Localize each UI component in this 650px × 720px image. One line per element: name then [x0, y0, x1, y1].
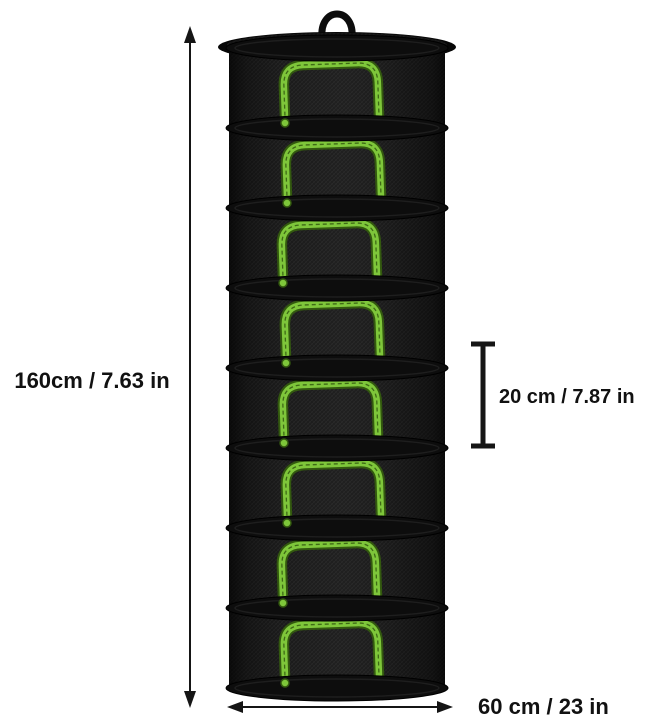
- diameter-dimension: 60 cm / 23 in: [227, 694, 609, 719]
- tier-zipper: [276, 537, 383, 615]
- zipper-pull: [280, 118, 290, 128]
- tier-zipper: [280, 137, 387, 215]
- zipper-teeth: [283, 62, 380, 130]
- tier-zipper: [280, 457, 387, 535]
- zipper-pull: [281, 358, 291, 368]
- tier-rim-sheen: [234, 118, 440, 138]
- tier-rim-sheen: [234, 678, 440, 698]
- tier-rim-sheen: [234, 598, 440, 618]
- zipper-teeth: [282, 382, 379, 450]
- zipper-teeth: [283, 622, 380, 690]
- tier-height-label: 20 cm / 7.87 in: [499, 386, 635, 408]
- tier-height-dimension: 20 cm / 7.87 in: [471, 341, 635, 449]
- height-dimension: 160cm / 7.63 in: [14, 26, 196, 708]
- tier-rim: [225, 34, 449, 62]
- tier-rim-sheen: [234, 278, 440, 298]
- zipper-teeth: [284, 302, 381, 370]
- zipper-teeth: [285, 462, 382, 530]
- rack-body: [218, 32, 456, 702]
- tier-rim-sheen: [234, 358, 440, 378]
- tier-zipper: [278, 57, 385, 135]
- hanging-loop-cord: [318, 10, 356, 42]
- arrow-left-icon: [227, 701, 243, 713]
- arrow-down-icon: [184, 691, 196, 708]
- arrow-right-icon: [437, 701, 453, 713]
- zipper-pull: [280, 678, 290, 688]
- tier-zipper: [279, 297, 386, 375]
- diameter-label: 60 cm / 23 in: [478, 694, 609, 719]
- tier-rim-sheen: [234, 518, 440, 538]
- zipper-pull: [278, 278, 288, 288]
- tier-zipper: [278, 617, 385, 695]
- height-dimension-label: 160cm / 7.63 in: [14, 368, 169, 393]
- hanging-loop: [318, 10, 356, 42]
- zipper-teeth: [281, 542, 378, 610]
- zipper-teeth: [285, 142, 382, 210]
- tier-rim-sheen: [234, 38, 440, 58]
- tier-zipper: [276, 217, 383, 295]
- zipper-pull: [278, 598, 288, 608]
- tier-rim-sheen: [234, 198, 440, 218]
- tier-rim: [225, 194, 449, 222]
- zipper-pull: [279, 438, 289, 448]
- zipper-pull: [282, 198, 292, 208]
- tier-zipper: [277, 377, 384, 455]
- zipper-pull: [282, 518, 292, 528]
- arrow-up-icon: [184, 26, 196, 43]
- tier-rim: [225, 514, 449, 542]
- zipper-teeth: [281, 222, 378, 290]
- tier-rim-sheen: [234, 438, 440, 458]
